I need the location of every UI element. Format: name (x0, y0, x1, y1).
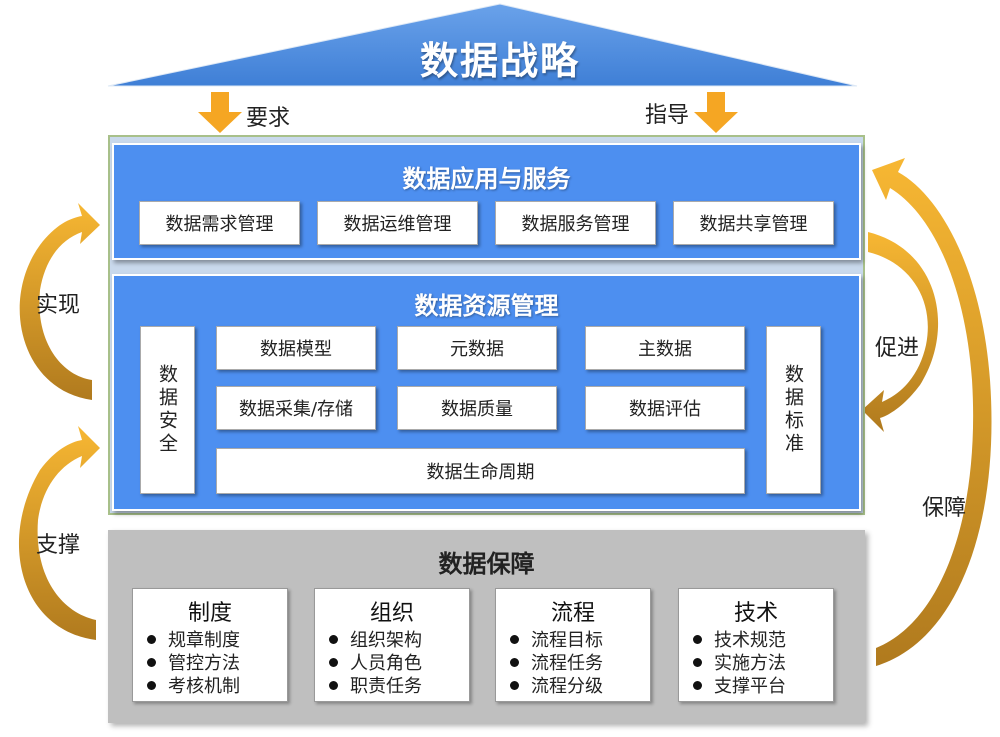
bullet-icon (510, 634, 519, 644)
card-title: 组织 (369, 601, 414, 626)
guarantee-title: 数据保障 (438, 550, 535, 578)
bullet-icon (329, 657, 338, 667)
list-item: 流程目标 (510, 629, 650, 652)
bullet-icon (693, 680, 702, 690)
data-standard-box: 数据标准 (766, 326, 821, 494)
list-item: 管控方法 (147, 652, 287, 675)
app-item-demand: 数据需求管理 (139, 201, 300, 245)
lifecycle-box: 数据生命周期 (216, 448, 745, 494)
data-model-box: 数据模型 (216, 326, 376, 370)
bullet-icon (329, 634, 338, 644)
data-assessment-box: 数据评估 (585, 386, 745, 430)
bullet-icon (693, 657, 702, 667)
bullet-icon (147, 680, 156, 690)
down-arrow-left (198, 92, 242, 133)
list-item: 规章制度 (147, 629, 287, 652)
promote-label: 促进 (875, 336, 920, 361)
bullet-icon (510, 680, 519, 690)
app-item-operations: 数据运维管理 (317, 201, 478, 245)
guidance-label: 指导 (645, 103, 690, 128)
list-item: 组织架构 (329, 629, 469, 652)
list-item: 人员角色 (329, 652, 469, 675)
collection-storage-box: 数据采集/存储 (216, 386, 376, 430)
data-security-box: 数据安全 (140, 326, 195, 494)
app-item-sharing: 数据共享管理 (673, 201, 834, 245)
resource-panel: 数据资源管理 数据安全 数据标准 数据模型 元数据 主数据 数据采集/存储 数据… (112, 274, 861, 511)
bullet-icon (510, 657, 519, 667)
bullet-icon (329, 680, 338, 690)
card-system: 制度 规章制度 管控方法 考核机制 (132, 588, 288, 702)
guarantee-label: 保障 (922, 496, 967, 521)
realize-label: 实现 (36, 293, 81, 318)
down-arrow-right (694, 92, 738, 133)
card-title: 制度 (187, 601, 232, 626)
bullet-icon (147, 657, 156, 667)
resource-title: 数据资源管理 (414, 292, 559, 320)
metadata-box: 元数据 (397, 326, 557, 370)
list-item: 实施方法 (693, 652, 833, 675)
support-label: 支撑 (36, 533, 81, 558)
card-title: 技术 (733, 601, 778, 626)
list-item: 流程任务 (510, 652, 650, 675)
list-item: 考核机制 (147, 675, 287, 698)
list-item: 流程分级 (510, 675, 650, 698)
card-title: 流程 (550, 601, 595, 626)
list-item: 职责任务 (329, 675, 469, 698)
bullet-icon (147, 634, 156, 644)
strategy-title: 数据战略 (419, 39, 580, 83)
bullet-icon (693, 634, 702, 644)
requirement-label: 要求 (246, 106, 291, 131)
master-data-box: 主数据 (585, 326, 745, 370)
card-process: 流程 流程目标 流程任务 流程分级 (495, 588, 651, 702)
app-item-service: 数据服务管理 (495, 201, 656, 245)
application-title: 数据应用与服务 (402, 165, 571, 193)
list-item: 支撑平台 (693, 675, 833, 698)
application-panel: 数据应用与服务 数据需求管理 数据运维管理 数据服务管理 数据共享管理 (112, 143, 861, 260)
list-item: 技术规范 (693, 629, 833, 652)
data-quality-box: 数据质量 (397, 386, 557, 430)
card-organization: 组织 组织架构 人员角色 职责任务 (314, 588, 470, 702)
guarantee-panel: 数据保障 制度 规章制度 管控方法 考核机制 组织 组织架构 人员角色 职责任务… (108, 530, 865, 723)
card-technology: 技术 技术规范 实施方法 支撑平台 (678, 588, 834, 702)
curve-arrow-guarantee (872, 158, 992, 666)
